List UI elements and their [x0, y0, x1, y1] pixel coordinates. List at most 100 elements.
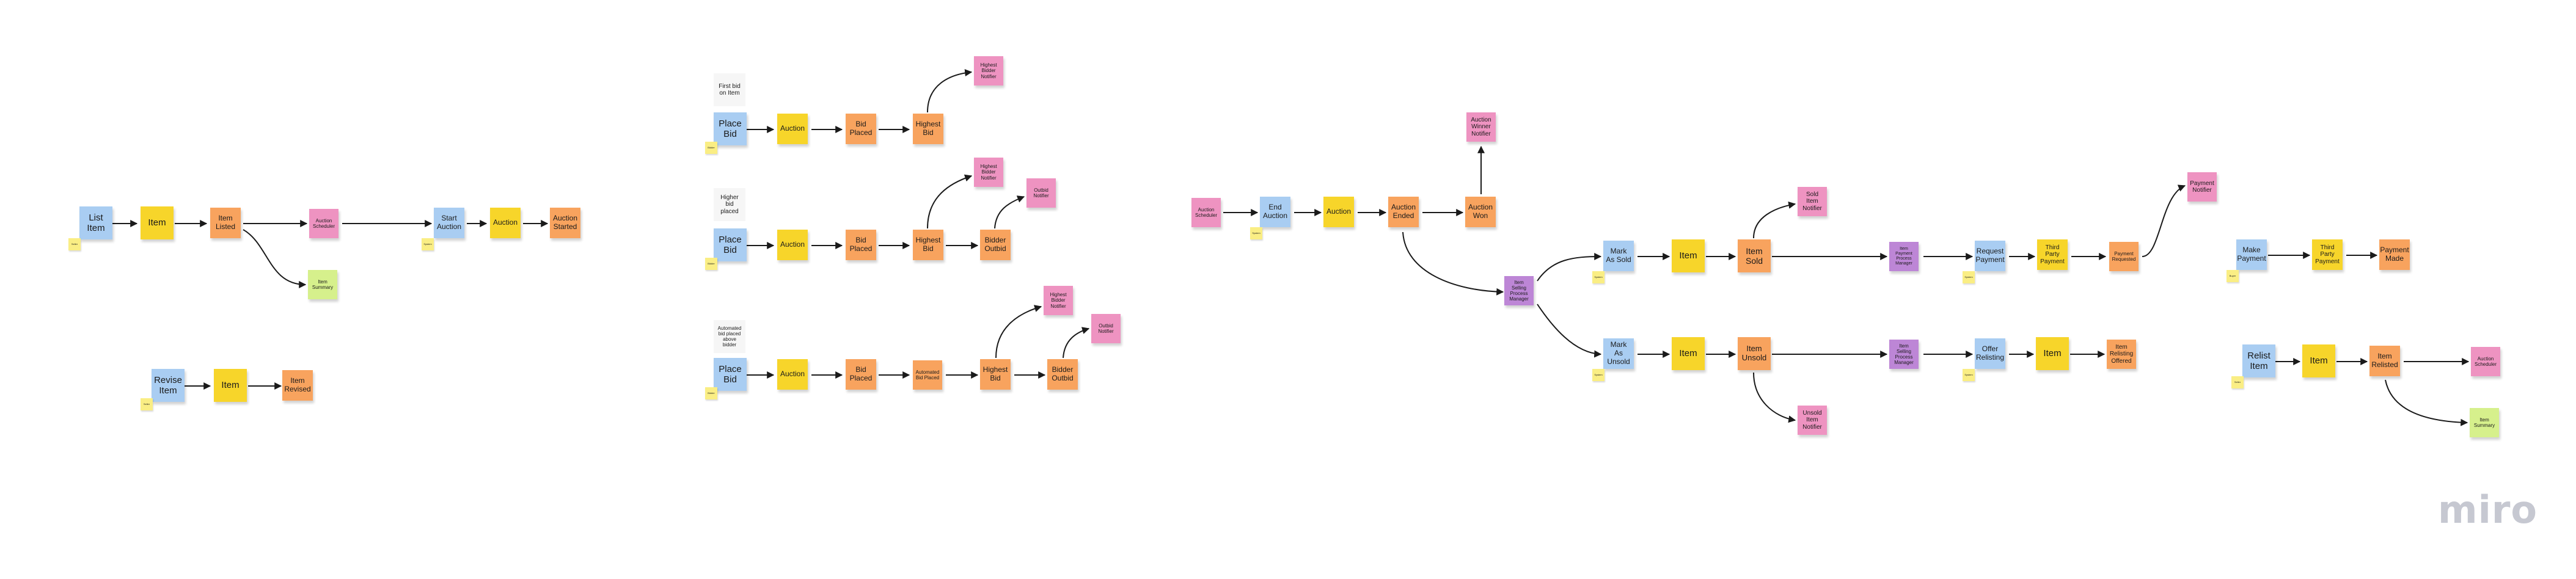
first-bid-label-note[interactable]: First bid on Item [714, 73, 745, 106]
list-item-command-note[interactable]: List Item [79, 206, 112, 239]
auction-ended-event-note[interactable]: Auction Ended [1388, 197, 1419, 227]
highest-bid-event-note[interactable]: Highest Bid [913, 114, 943, 144]
mark-as-sold-command-note[interactable]: Mark As Sold [1603, 241, 1634, 271]
item-aggregate-note[interactable]: Item [1672, 337, 1705, 370]
bidder-actor-note[interactable]: Bidder [705, 387, 717, 399]
note-label: System [1594, 275, 1603, 279]
system-actor-note[interactable]: System [1250, 227, 1262, 239]
item-payment-process-manager-note[interactable]: Item Payment Process Manager [1889, 242, 1919, 271]
auction-scheduler-policy-note[interactable]: Auction Scheduler [1191, 198, 1221, 227]
unsold-item-notifier-policy-note[interactable]: Unsold Item Notifier [1798, 406, 1827, 435]
bidder-outbid-event-note[interactable]: Bidder Outbid [980, 230, 1011, 260]
revise-item-command-note[interactable]: Revise Item [152, 369, 185, 402]
auction-aggregate-note[interactable]: Auction [777, 230, 808, 260]
item-summary-read-model-note[interactable]: Item Summary [2470, 408, 2499, 437]
auction-scheduler-policy-note[interactable]: Auction Scheduler [309, 209, 338, 238]
system-actor-note[interactable]: System [1963, 369, 1975, 381]
note-label: Item Listed [215, 214, 236, 231]
note-label: Bid Placed [849, 236, 873, 253]
auction-started-event-note[interactable]: Auction Started [550, 208, 580, 238]
start-auction-command-note[interactable]: Start Auction [434, 208, 464, 238]
auction-winner-notifier-policy-note[interactable]: Auction Winner Notifier [1466, 112, 1496, 142]
note-label: Place Bid [719, 234, 742, 255]
payment-requested-event-note[interactable]: Payment Requested [2109, 242, 2139, 271]
bidder-actor-note[interactable]: Bidder [705, 258, 717, 270]
highest-bidder-notifier-policy-note[interactable]: Highest Bidder Notifier [1044, 286, 1073, 315]
connector [243, 229, 307, 288]
item-sold-event-note[interactable]: Item Sold [1738, 239, 1771, 272]
note-label: Payment Made [2380, 246, 2409, 263]
item-aggregate-note[interactable]: Item [214, 369, 247, 402]
bidder-outbid-event-note[interactable]: Bidder Outbid [1047, 359, 1078, 390]
item-revised-event-note[interactable]: Item Revised [282, 370, 313, 401]
note-label: Auction Scheduler [312, 217, 335, 229]
sold-item-notifier-policy-note[interactable]: Sold Item Notifier [1798, 187, 1827, 216]
seller-actor-note[interactable]: Seller [141, 398, 153, 410]
highest-bidder-notifier-policy-note[interactable]: Highest Bidder Notifier [974, 158, 1003, 187]
automated-bid-label-note[interactable]: Automated bid placed above bidder [714, 320, 745, 353]
note-label: Seller [143, 402, 150, 406]
outbid-notifier-policy-note[interactable]: Outbid Notifier [1091, 314, 1121, 343]
system-actor-note[interactable]: System [1592, 271, 1605, 283]
note-label: Auction [1326, 207, 1352, 216]
make-payment-command-note[interactable]: Make Payment [2236, 239, 2267, 270]
system-actor-note[interactable]: System [422, 238, 434, 250]
payment-notifier-policy-note[interactable]: Payment Notifier [2187, 172, 2217, 202]
item-aggregate-note[interactable]: Item [141, 206, 174, 239]
note-label: List Item [87, 212, 105, 233]
note-label: Bidder Outbid [984, 236, 1006, 253]
system-actor-note[interactable]: System [1592, 369, 1605, 381]
auction-won-event-note[interactable]: Auction Won [1465, 197, 1496, 227]
outbid-notifier-policy-note[interactable]: Outbid Notifier [1026, 178, 1056, 208]
seller-actor-note[interactable]: Seller [68, 238, 81, 250]
bidder-actor-note[interactable]: Bidder [705, 142, 717, 154]
request-payment-command-note[interactable]: Request Payment [1975, 241, 2005, 271]
item-selling-process-manager-note[interactable]: Item Selling Process Manager [1889, 340, 1919, 369]
item-summary-read-model-note[interactable]: Item Summary [308, 270, 337, 299]
connector [927, 69, 973, 113]
place-bid-command-note[interactable]: Place Bid [714, 228, 747, 261]
note-label: System [1964, 373, 1973, 376]
place-bid-command-note[interactable]: Place Bid [714, 358, 747, 391]
offer-relisting-command-note[interactable]: Offer Relisting [1975, 338, 2005, 369]
end-auction-command-note[interactable]: End Auction [1260, 197, 1290, 227]
auction-aggregate-note[interactable]: Auction [1323, 197, 1354, 227]
item-unsold-event-note[interactable]: Item Unsold [1738, 337, 1771, 370]
bid-placed-event-note[interactable]: Bid Placed [846, 359, 876, 390]
auction-aggregate-note[interactable]: Auction [490, 208, 521, 238]
item-aggregate-note[interactable]: Item [2036, 337, 2069, 370]
note-label: Item [221, 380, 240, 391]
bid-placed-event-note[interactable]: Bid Placed [846, 114, 876, 144]
note-label: First bid on Item [719, 82, 741, 97]
highest-bid-event-note[interactable]: Highest Bid [980, 359, 1011, 390]
note-label: Item Selling Process Manager [1894, 343, 1914, 366]
third-party-payment-aggregate-note[interactable]: Third Party Payment [2037, 239, 2068, 270]
auction-aggregate-note[interactable]: Auction [777, 359, 808, 390]
item-selling-process-manager-note[interactable]: Item Selling Process Manager [1504, 276, 1534, 305]
system-actor-note[interactable]: System [1963, 271, 1975, 283]
auction-aggregate-note[interactable]: Auction [777, 114, 808, 144]
auction-scheduler-policy-note[interactable]: Auction Scheduler [2471, 347, 2500, 376]
item-relisting-offered-event-note[interactable]: Item Relisting Offered [2107, 340, 2136, 369]
note-label: Highest Bidder Notifier [1050, 292, 1067, 309]
item-relisted-event-note[interactable]: Item Relisted [2369, 346, 2400, 376]
higher-bid-label-note[interactable]: Higher bid placed [714, 188, 745, 221]
automated-bid-placed-event-note[interactable]: Automated Bid Placed [913, 360, 942, 390]
note-label: Item Payment Process Manager [1895, 246, 1912, 266]
note-label: Auction Ended [1391, 203, 1416, 220]
item-listed-event-note[interactable]: Item Listed [210, 208, 241, 238]
highest-bidder-notifier-policy-note[interactable]: Highest Bidder Notifier [974, 56, 1003, 86]
buyer-actor-note[interactable]: Buyer [2227, 270, 2239, 282]
bid-placed-event-note[interactable]: Bid Placed [846, 230, 876, 260]
item-aggregate-note[interactable]: Item [1672, 239, 1705, 272]
item-aggregate-note[interactable]: Item [2302, 344, 2335, 377]
place-bid-command-note[interactable]: Place Bid [714, 112, 747, 145]
seller-actor-note[interactable]: Seller [2231, 376, 2244, 388]
relist-item-command-note[interactable]: Relist Item [2242, 344, 2275, 377]
third-party-payment-aggregate-note[interactable]: Third Party Payment [2312, 239, 2343, 270]
payment-made-event-note[interactable]: Payment Made [2379, 239, 2410, 270]
mark-as-unsold-command-note[interactable]: Mark As Unsold [1603, 338, 1634, 369]
highest-bid-event-note[interactable]: Highest Bid [913, 230, 943, 260]
note-label: Auction [780, 240, 805, 249]
